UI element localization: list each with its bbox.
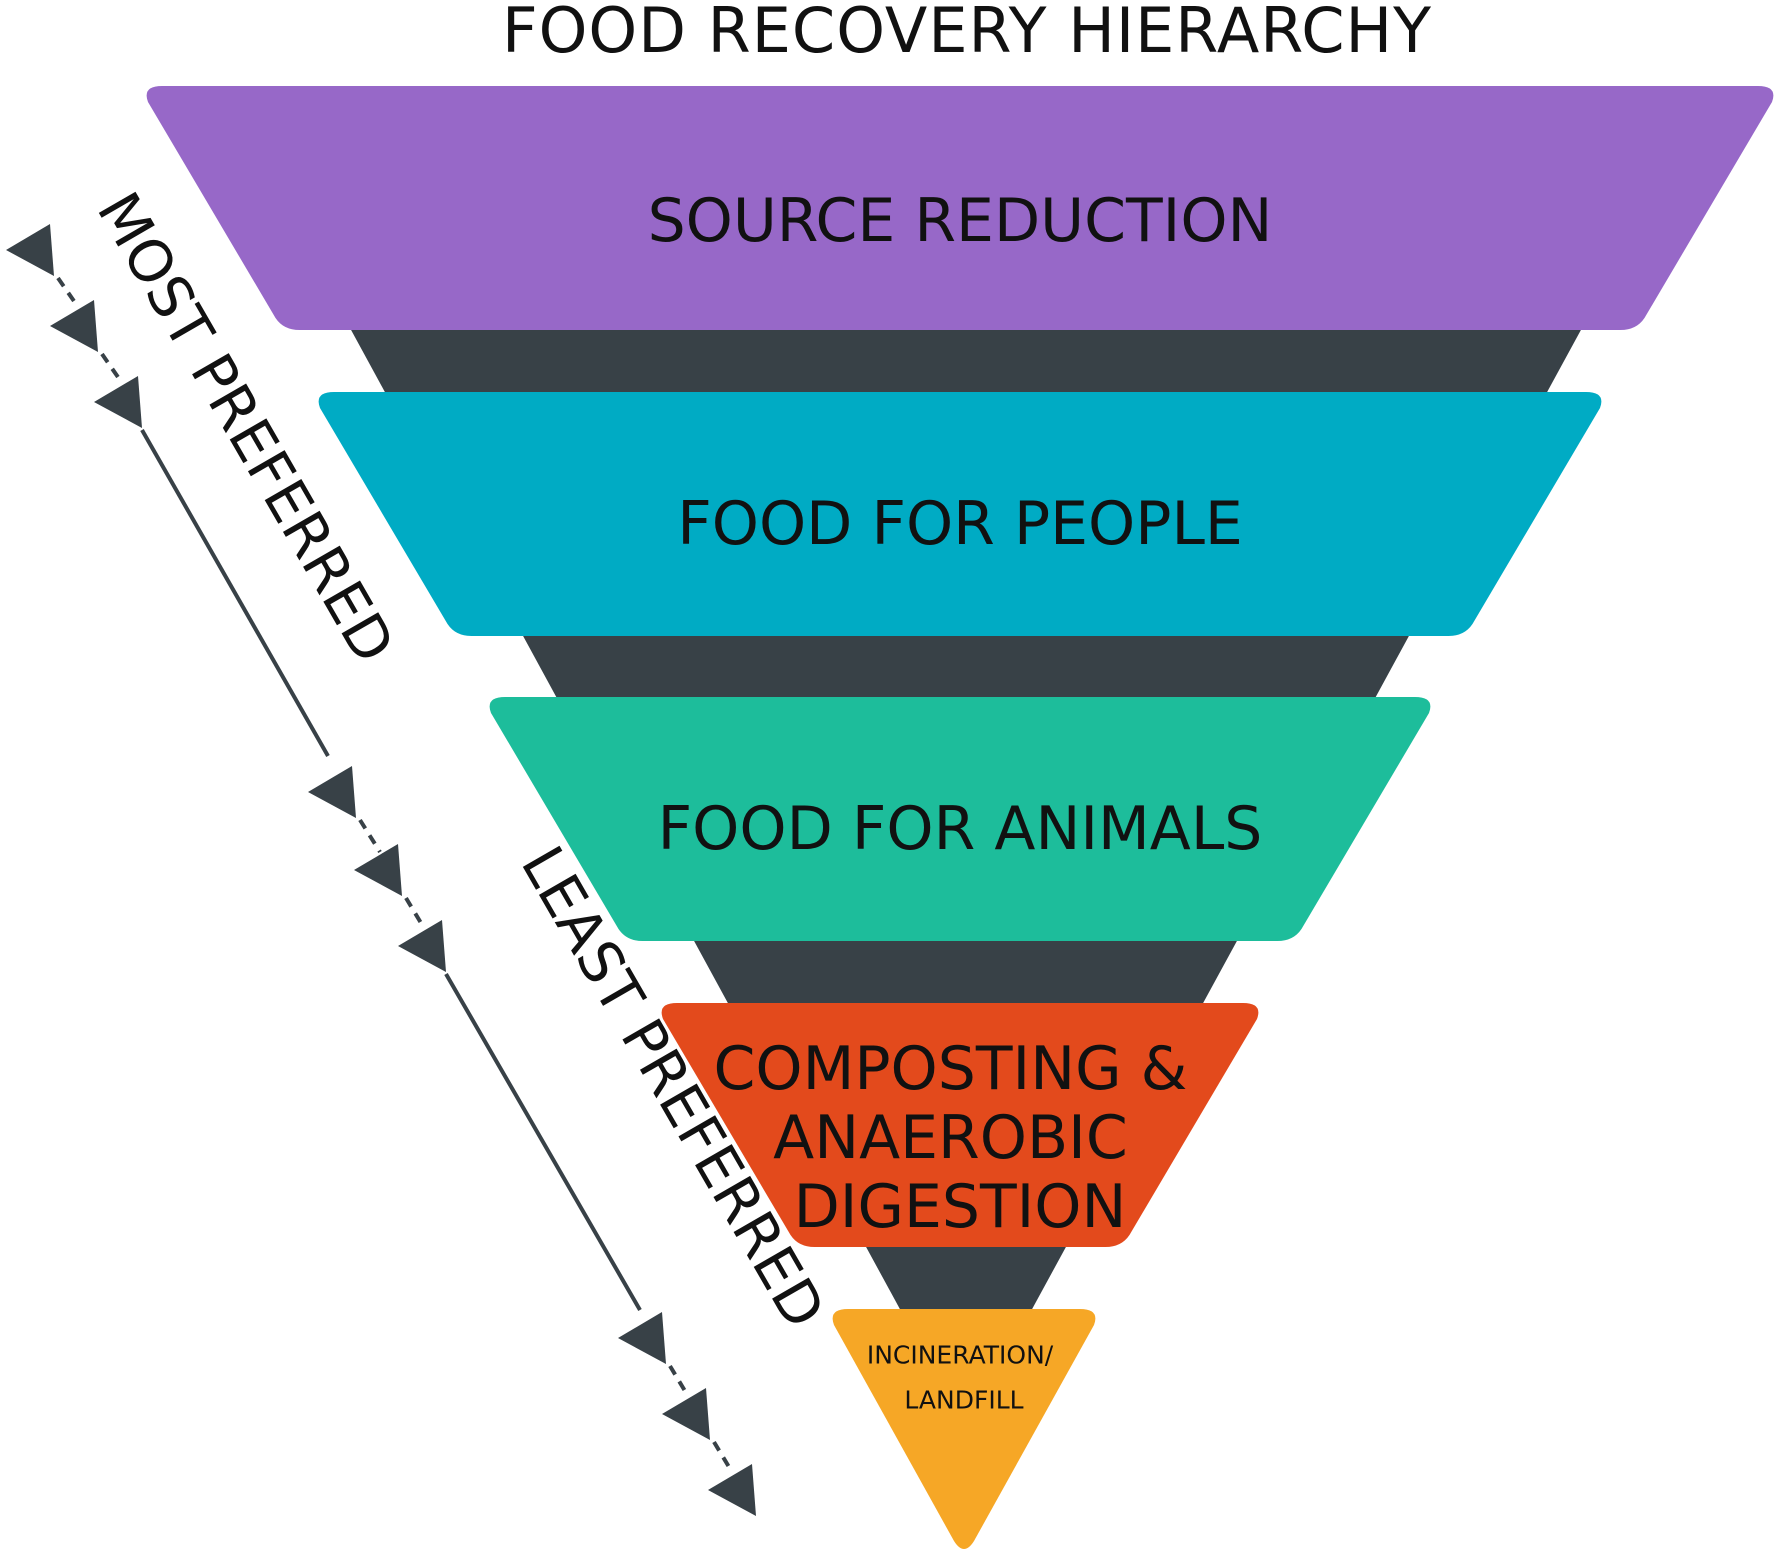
triangle-arrow-icon	[618, 1312, 666, 1364]
triangle-arrow-icon	[662, 1388, 710, 1440]
triangle-arrow-icon	[50, 300, 98, 352]
preference-arrow	[6, 224, 756, 1516]
triangle-arrow-icon	[708, 1464, 756, 1516]
tier-food-for-animals: FOOD FOR ANIMALS	[489, 697, 1431, 941]
tier-incineration-shape	[832, 1309, 1096, 1549]
arrow-shaft	[444, 972, 642, 1312]
tier-source-reduction: SOURCE REDUCTION	[146, 86, 1774, 330]
connector-band	[865, 1245, 1067, 1311]
arrow-shaft	[100, 352, 122, 382]
arrow-shaft	[358, 818, 382, 854]
triangle-arrow-icon	[354, 844, 402, 896]
tier-incineration-label: INCINERATION/ LANDFILL	[867, 1341, 1061, 1415]
tier-source-reduction-label: SOURCE REDUCTION	[648, 186, 1273, 256]
tier-food-for-animals-shape	[489, 697, 1431, 941]
tier-composting-anaerobic-digestion: COMPOSTING & ANAEROBIC DIGESTION	[661, 1003, 1259, 1247]
tier-incineration-landfill: INCINERATION/ LANDFILL	[832, 1309, 1096, 1549]
tier-food-for-animals-label: FOOD FOR ANIMALS	[658, 794, 1263, 864]
connector-band	[693, 939, 1238, 1005]
tier-food-for-people-label: FOOD FOR PEOPLE	[677, 489, 1243, 559]
arrow-shaft	[712, 1440, 734, 1474]
triangle-arrow-icon	[6, 224, 54, 276]
arrow-shaft	[140, 429, 330, 757]
tier-food-for-people: FOOD FOR PEOPLE	[318, 392, 1602, 636]
triangle-arrow-icon	[308, 766, 356, 818]
tier-source-reduction-shape	[146, 86, 1774, 330]
connector-band	[522, 634, 1410, 699]
arrow-shaft	[404, 896, 426, 930]
arrow-shaft	[56, 276, 78, 306]
triangle-arrow-icon	[94, 376, 142, 428]
tier-food-for-people-shape	[318, 392, 1602, 636]
diagram-title: FOOD RECOVERY HIERARCHY	[502, 0, 1432, 67]
tier-composting-shape	[661, 1003, 1259, 1247]
connector-bands	[350, 328, 1582, 1311]
tier-composting-label: COMPOSTING & ANAEROBIC DIGESTION	[713, 1034, 1206, 1242]
arrow-shaft	[668, 1364, 690, 1398]
triangle-arrow-icon	[398, 920, 446, 972]
connector-band	[350, 328, 1582, 394]
